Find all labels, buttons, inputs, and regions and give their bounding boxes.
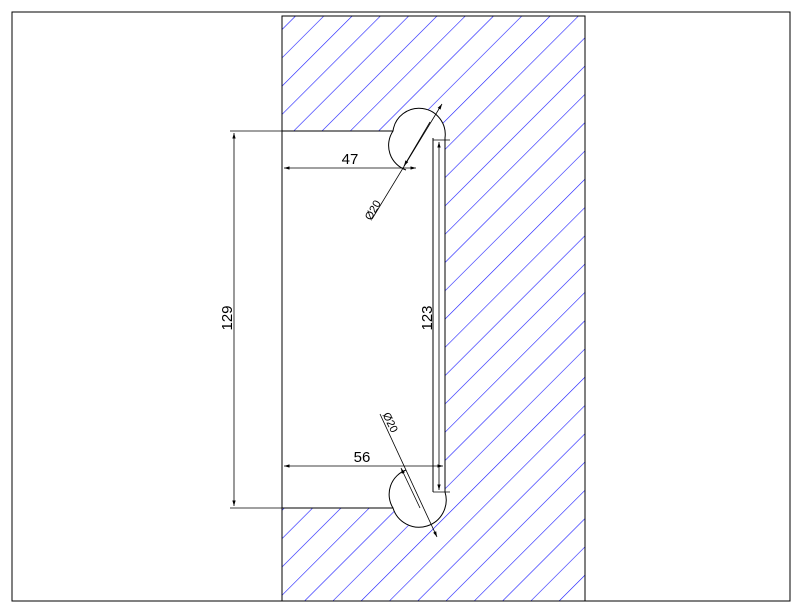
dimension-slot-height: 123 (419, 139, 450, 493)
dimension-top-depth: 47 (281, 131, 416, 172)
top-depth-label: 47 (342, 151, 359, 168)
dimension-overall-height: 129 (219, 130, 282, 509)
top-diameter-label: Ø20 (363, 198, 384, 222)
bottom-diameter-label: Ø20 (380, 411, 400, 435)
overall-height-label: 129 (219, 305, 236, 330)
dimension-bottom-depth: 56 (281, 449, 443, 508)
bottom-depth-label: 56 (354, 449, 371, 466)
slot-height-label: 123 (419, 305, 436, 330)
